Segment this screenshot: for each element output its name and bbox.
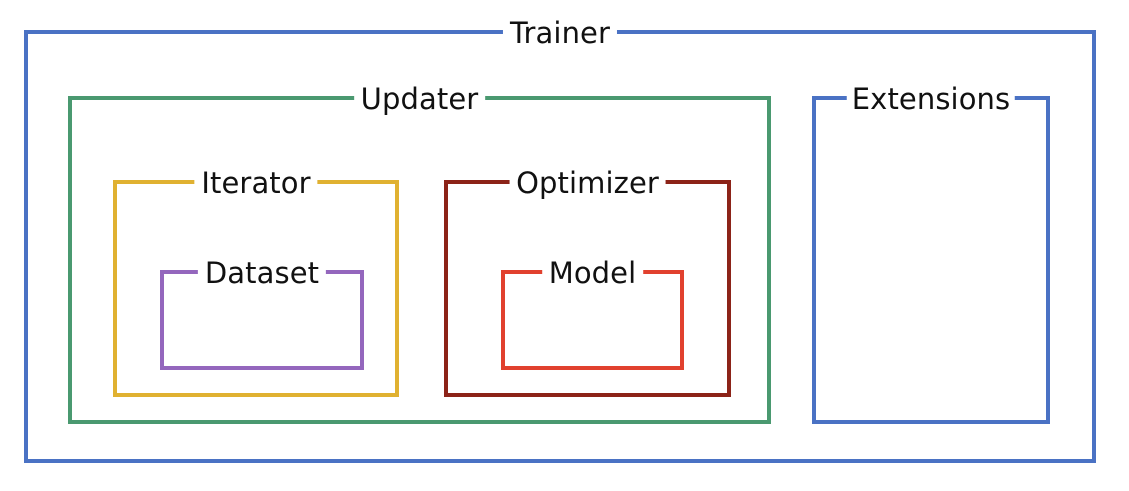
extensions-box-label: Extensions (846, 83, 1016, 117)
optimizer-box-label: Optimizer (509, 167, 666, 201)
updater-box: Updater Iterator Dataset Optimizer Model (68, 83, 771, 424)
trainer-box-label: Trainer (502, 17, 618, 51)
model-box-label: Model (541, 257, 644, 291)
updater-box-label: Updater (353, 83, 486, 117)
iterator-box: Iterator Dataset (113, 167, 399, 397)
dataset-box-label: Dataset (197, 257, 327, 291)
iterator-box-label: Iterator (194, 167, 318, 201)
trainer-box: Trainer Updater Iterator Dataset Optimiz… (24, 17, 1096, 463)
extensions-box: Extensions (812, 83, 1050, 424)
dataset-box: Dataset (160, 257, 364, 370)
optimizer-box: Optimizer Model (444, 167, 731, 397)
model-box: Model (501, 257, 684, 370)
